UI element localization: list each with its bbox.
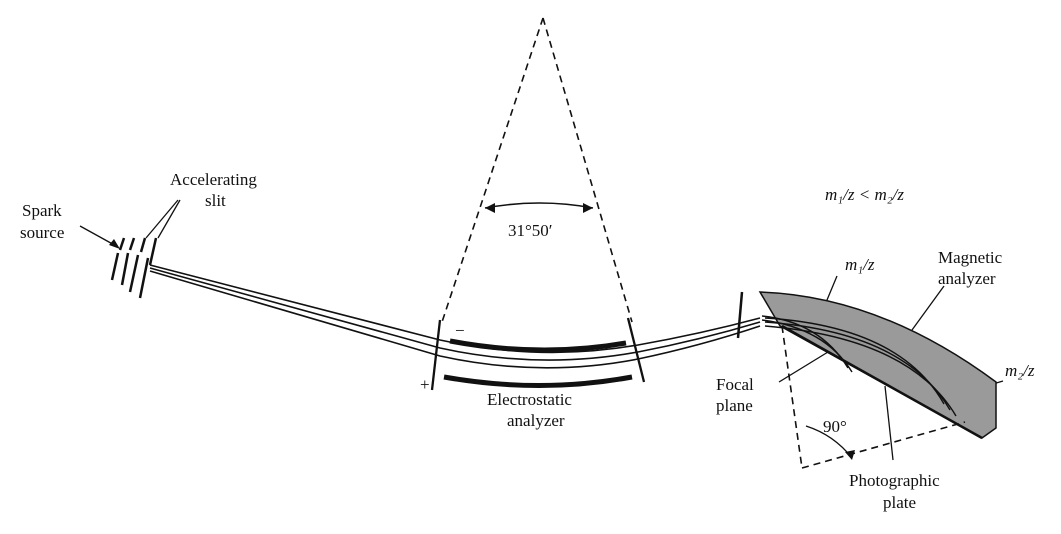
label-angle: 31°50′ — [508, 221, 553, 240]
sector-guide — [441, 17, 633, 323]
label-magnetic-2: analyzer — [938, 269, 996, 288]
label-photographic-2: plate — [883, 493, 916, 512]
label-minus: − — [455, 321, 465, 340]
angle-arc — [484, 202, 594, 209]
sector-left-edge — [441, 17, 544, 323]
text-labels: Spark source Accelerating slit 31°50′ − … — [20, 170, 1035, 512]
label-m1z: m₁/z — [845, 255, 875, 274]
label-right-angle: 90° — [823, 417, 847, 436]
positive-plate — [443, 374, 633, 388]
magnetic-analyzer-body — [758, 291, 997, 439]
photographic-plate — [781, 324, 983, 440]
angle-arrow-left — [485, 203, 495, 213]
label-electrostatic-2: analyzer — [507, 411, 565, 430]
label-m2z: m₂/z — [1005, 361, 1035, 380]
label-photographic-1: Photographic — [849, 471, 940, 490]
label-focal-1: Focal — [716, 375, 754, 394]
label-electrostatic-1: Electrostatic — [487, 390, 572, 409]
label-magnetic-1: Magnetic — [938, 248, 1003, 267]
sector-right-edge — [542, 17, 633, 323]
label-spark-source-2: source — [20, 223, 64, 242]
label-focal-2: plane — [716, 396, 753, 415]
magnetic-entrance-slit — [736, 291, 744, 339]
negative-plate — [449, 338, 627, 353]
spark-source — [110, 237, 158, 299]
label-mass-relation: m₁/z < m₂/z — [825, 185, 904, 204]
label-accelerating-1: Accelerating — [170, 170, 257, 189]
label-spark-source-1: Spark — [22, 201, 62, 220]
label-accelerating-2: slit — [205, 191, 226, 210]
label-plus: + — [420, 375, 430, 394]
electrostatic-analyzer — [430, 317, 646, 391]
angle-arrow-right — [583, 203, 593, 213]
focal-plane-guides — [781, 325, 966, 469]
